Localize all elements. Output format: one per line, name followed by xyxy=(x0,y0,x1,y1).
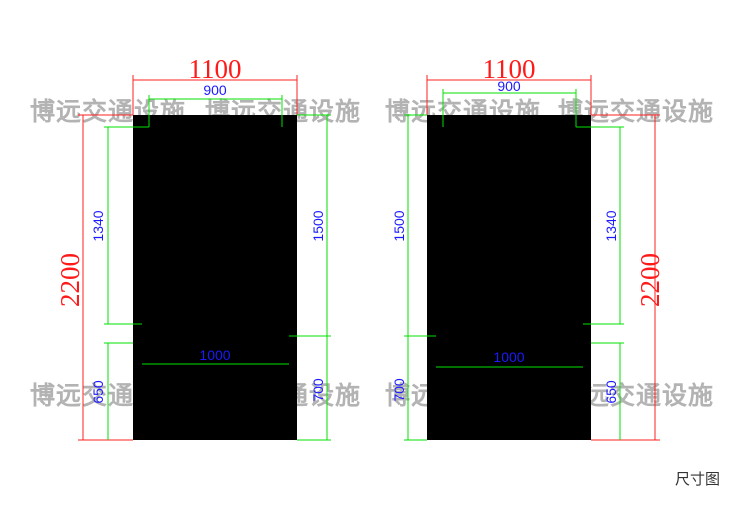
dim-base-height: 650 xyxy=(603,380,619,404)
left-dimensions: 1100 900 2200 1340 650 1500 700 1000 xyxy=(55,54,331,441)
dim-upper-height: 1500 xyxy=(391,210,407,241)
dim-base-width: 1000 xyxy=(199,347,230,363)
dim-lower-height: 700 xyxy=(391,378,407,402)
drawing-caption: 尺寸图 xyxy=(675,470,721,488)
left-cabinet-frame xyxy=(133,115,297,440)
dim-glass-height: 1340 xyxy=(90,210,106,241)
dim-overall-width: 1100 xyxy=(483,54,536,84)
dim-glass-height: 1340 xyxy=(603,210,619,241)
dim-overall-height: 2200 xyxy=(635,253,665,307)
dim-upper-height: 1500 xyxy=(310,210,326,241)
right-cabinet-frame xyxy=(427,115,591,440)
dim-overall-width: 1100 xyxy=(189,54,242,84)
dim-glass-width: 900 xyxy=(497,78,521,94)
dim-base-height: 650 xyxy=(90,380,106,404)
dim-glass-width: 900 xyxy=(203,82,227,98)
dim-base-width: 1000 xyxy=(493,349,524,365)
right-dimensions: 1100 900 2200 1340 650 1500 700 1000 xyxy=(391,54,665,441)
dim-overall-height: 2200 xyxy=(55,253,85,307)
dim-lower-height: 700 xyxy=(310,378,326,402)
